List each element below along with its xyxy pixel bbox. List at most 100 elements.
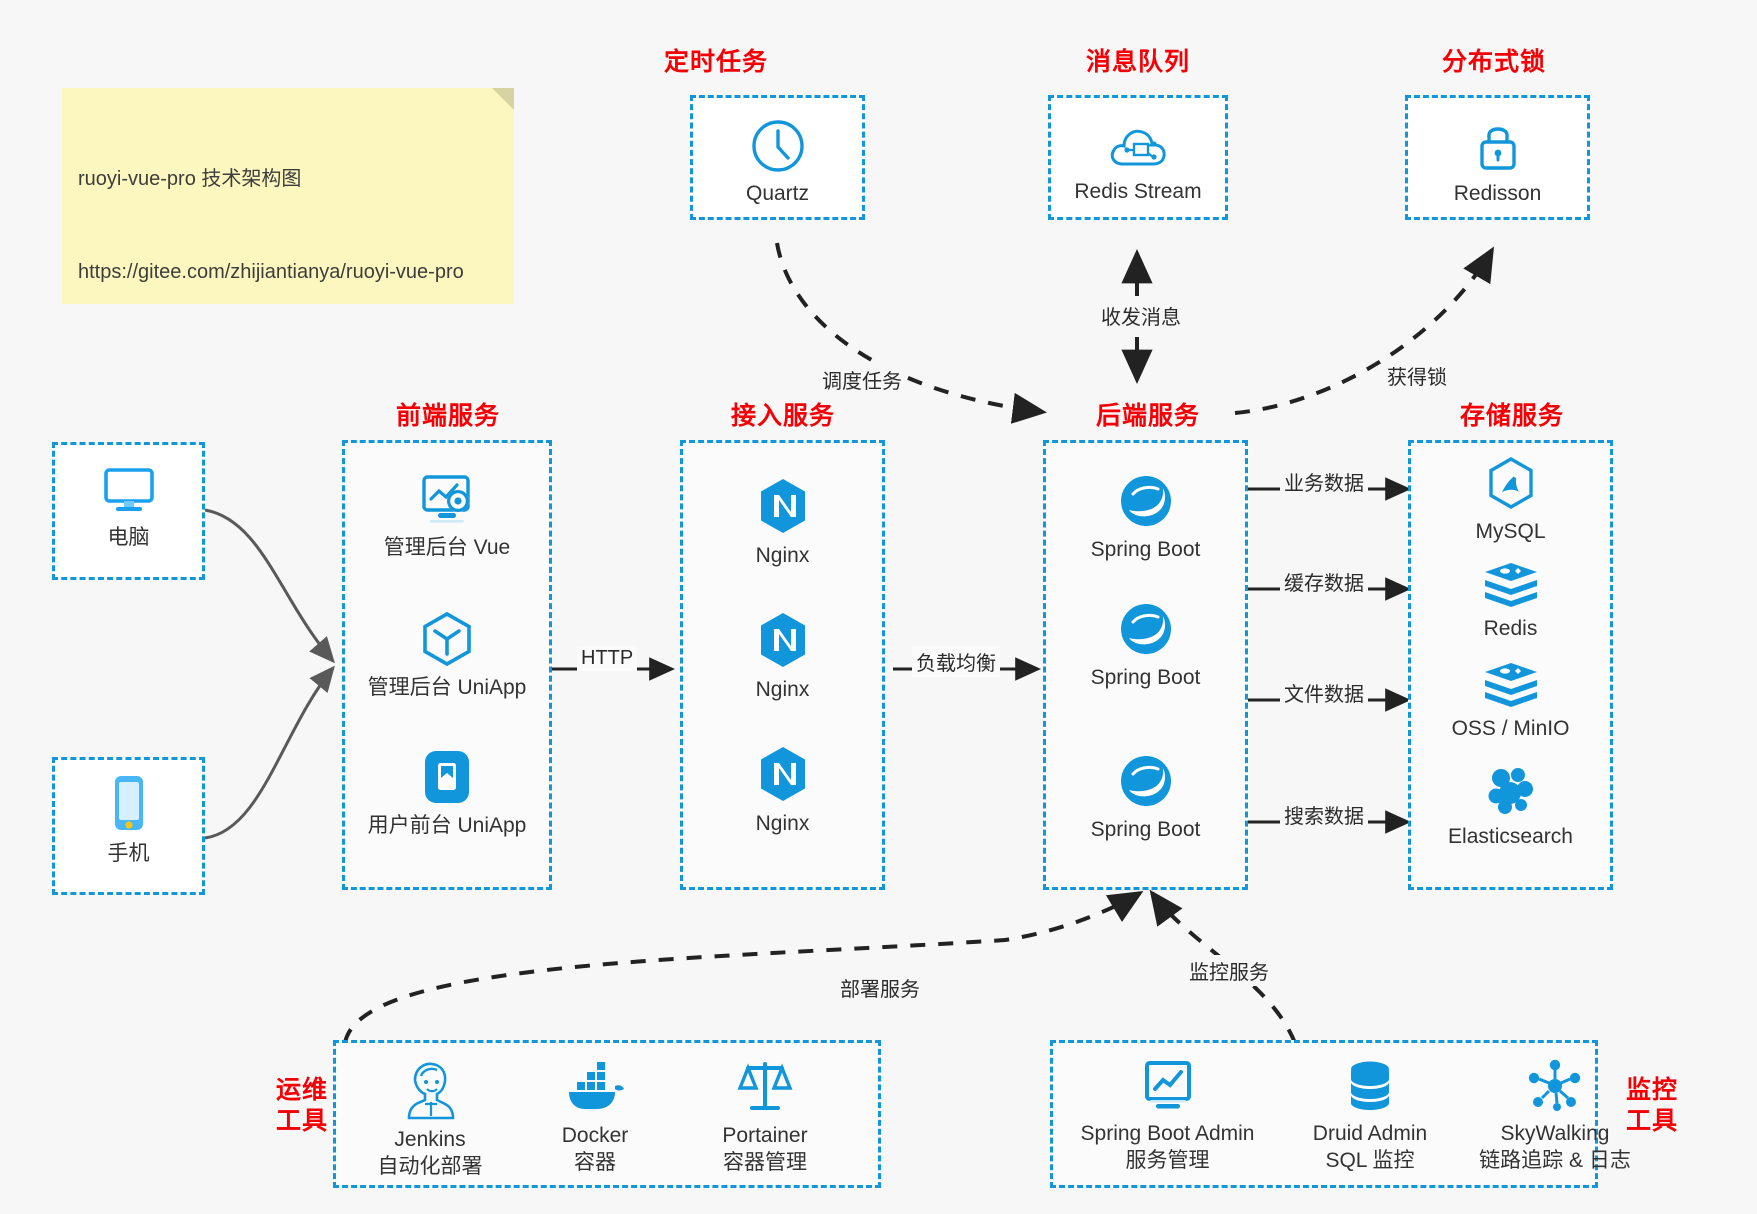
node-label-mysql: MySQL <box>1475 520 1546 543</box>
node-desc-spring-boot-admin: 服务管理 <box>1125 1148 1210 1172</box>
node-label-quartz: Quartz <box>745 182 810 205</box>
edge-label-monitor-service: 监控服务 <box>1185 955 1273 986</box>
node-desc-skywalking: 链路追踪 & 日志 <box>1479 1148 1631 1172</box>
nginx-icon <box>755 610 811 670</box>
node-label-druid-admin: Druid Admin <box>1312 1122 1428 1145</box>
node-jenkins[interactable]: Jenkins 自动化部署 <box>355 1058 505 1181</box>
node-label-admin-uniapp: 管理后台 UniApp <box>367 676 527 699</box>
node-desc-jenkins: 自动化部署 <box>377 1154 483 1178</box>
node-desc-docker: 容器 <box>574 1150 616 1174</box>
node-springboot-1[interactable]: Spring Boot <box>1053 472 1238 564</box>
node-desc-druid-admin: SQL 监控 <box>1325 1148 1415 1172</box>
node-label-spring-boot-admin: Spring Boot Admin <box>1080 1122 1255 1145</box>
cloud-stream-icon <box>1107 120 1169 172</box>
mobile-app-icon <box>419 748 475 806</box>
edge-backend-to-redisson <box>1234 246 1495 415</box>
edge-label-send-receive-message: 收发消息 <box>1097 300 1185 331</box>
group-title-message-queue: 消息队列 <box>1085 48 1190 76</box>
elasticsearch-icon <box>1483 763 1539 817</box>
spring-boot-icon <box>1117 600 1175 658</box>
clock-icon <box>750 118 806 174</box>
balance-scale-icon <box>734 1058 796 1116</box>
edge-label-search-data: 搜索数据 <box>1280 799 1368 830</box>
docker-icon <box>563 1058 627 1116</box>
node-label-admin-vue: 管理后台 Vue <box>383 536 511 559</box>
node-label-phone: 手机 <box>107 842 150 865</box>
spring-boot-icon <box>1117 472 1175 530</box>
nginx-icon <box>755 744 811 804</box>
node-label-springboot-2: Spring Boot <box>1090 666 1201 689</box>
node-druid-admin[interactable]: Druid Admin SQL 监控 <box>1285 1058 1455 1175</box>
edge-quartz-to-backend <box>775 242 1047 424</box>
node-label-jenkins: Jenkins <box>394 1128 466 1151</box>
node-label-portainer: Portainer <box>722 1124 808 1147</box>
redis-icon <box>1482 561 1540 609</box>
edge-label-cache-data: 缓存数据 <box>1280 566 1368 597</box>
node-phone[interactable]: 手机 <box>60 772 197 868</box>
node-mysql[interactable]: MySQL <box>1418 456 1603 546</box>
edge-label-schedule-task: 调度任务 <box>818 364 906 395</box>
node-spring-boot-admin[interactable]: Spring Boot Admin 服务管理 <box>1060 1058 1275 1175</box>
node-admin-uniapp[interactable]: 管理后台 UniApp <box>352 610 542 702</box>
node-skywalking[interactable]: SkyWalking 链路追踪 & 日志 <box>1455 1058 1655 1175</box>
node-elasticsearch[interactable]: Elasticsearch <box>1418 763 1603 851</box>
edge-label-load-balance: 负载均衡 <box>912 646 1000 677</box>
node-docker[interactable]: Docker 容器 <box>520 1058 670 1177</box>
edge-label-file-data: 文件数据 <box>1280 677 1368 708</box>
mobile-phone-icon <box>107 772 151 834</box>
node-label-docker: Docker <box>561 1124 629 1147</box>
group-title-backend-service: 后端服务 <box>1095 402 1200 430</box>
node-label-oss-minio: OSS / MinIO <box>1451 717 1570 740</box>
group-title-scheduled-task: 定时任务 <box>663 48 768 76</box>
node-label-elasticsearch: Elasticsearch <box>1448 825 1573 848</box>
edge-computer-to-frontend <box>204 508 335 664</box>
jenkins-icon <box>401 1058 459 1120</box>
node-springboot-2[interactable]: Spring Boot <box>1053 600 1238 692</box>
node-nginx-1[interactable]: Nginx <box>690 476 875 570</box>
node-admin-vue[interactable]: 管理后台 Vue <box>352 472 542 562</box>
edge-phone-to-frontend <box>204 665 335 840</box>
node-label-redisson: Redisson <box>1453 182 1542 205</box>
monitor-chart-icon <box>1139 1058 1197 1114</box>
node-label-springboot-3: Spring Boot <box>1090 818 1201 841</box>
group-title-devops-tools: 运维 工具 <box>275 1076 328 1135</box>
dashboard-gear-icon <box>416 472 478 528</box>
skywalking-icon <box>1527 1058 1583 1114</box>
note-line-2: https://gitee.com/zhijiantianya/ruoyi-vu… <box>78 261 464 283</box>
node-redis-stream[interactable]: Redis Stream <box>1058 120 1218 206</box>
spring-boot-icon <box>1117 752 1175 810</box>
node-label-skywalking: SkyWalking <box>1500 1122 1610 1145</box>
lock-icon <box>1471 118 1525 174</box>
node-oss-minio[interactable]: OSS / MinIO <box>1418 661 1603 743</box>
node-label-springboot-1: Spring Boot <box>1090 538 1201 561</box>
node-redis[interactable]: Redis <box>1418 561 1603 643</box>
group-title-storage-service: 存储服务 <box>1459 402 1564 430</box>
node-label-nginx-2: Nginx <box>755 678 810 701</box>
node-user-uniapp[interactable]: 用户前台 UniApp <box>352 748 542 840</box>
node-label-user-uniapp: 用户前台 UniApp <box>367 814 527 837</box>
node-portainer[interactable]: Portainer 容器管理 <box>685 1058 845 1177</box>
node-label-redis-stream: Redis Stream <box>1074 180 1202 203</box>
group-box-monitor-tools <box>1050 1040 1598 1188</box>
node-redisson[interactable]: Redisson <box>1415 118 1580 208</box>
edge-devops-to-backend <box>343 890 1144 1044</box>
node-label-nginx-3: Nginx <box>755 812 810 835</box>
node-nginx-3[interactable]: Nginx <box>690 744 875 838</box>
node-nginx-2[interactable]: Nginx <box>690 610 875 704</box>
node-quartz[interactable]: Quartz <box>700 118 855 208</box>
group-title-distributed-lock: 分布式锁 <box>1441 48 1546 76</box>
node-springboot-3[interactable]: Spring Boot <box>1053 752 1238 844</box>
diagram-note: ruoyi-vue-pro 技术架构图 https://gitee.com/zh… <box>62 88 514 304</box>
node-label-redis: Redis <box>1483 617 1538 640</box>
edge-label-acquire-lock: 获得锁 <box>1383 360 1451 391</box>
edge-label-deploy-service: 部署服务 <box>836 972 924 1003</box>
node-computer[interactable]: 电脑 <box>60 462 197 552</box>
note-fold-icon <box>492 88 514 110</box>
group-box-scheduled-task <box>690 95 865 220</box>
group-box-message-queue <box>1048 95 1228 220</box>
node-desc-portainer: 容器管理 <box>723 1150 807 1174</box>
note-line-1: ruoyi-vue-pro 技术架构图 <box>78 168 302 190</box>
desktop-icon <box>97 462 161 518</box>
edge-label-business-data: 业务数据 <box>1280 466 1368 497</box>
